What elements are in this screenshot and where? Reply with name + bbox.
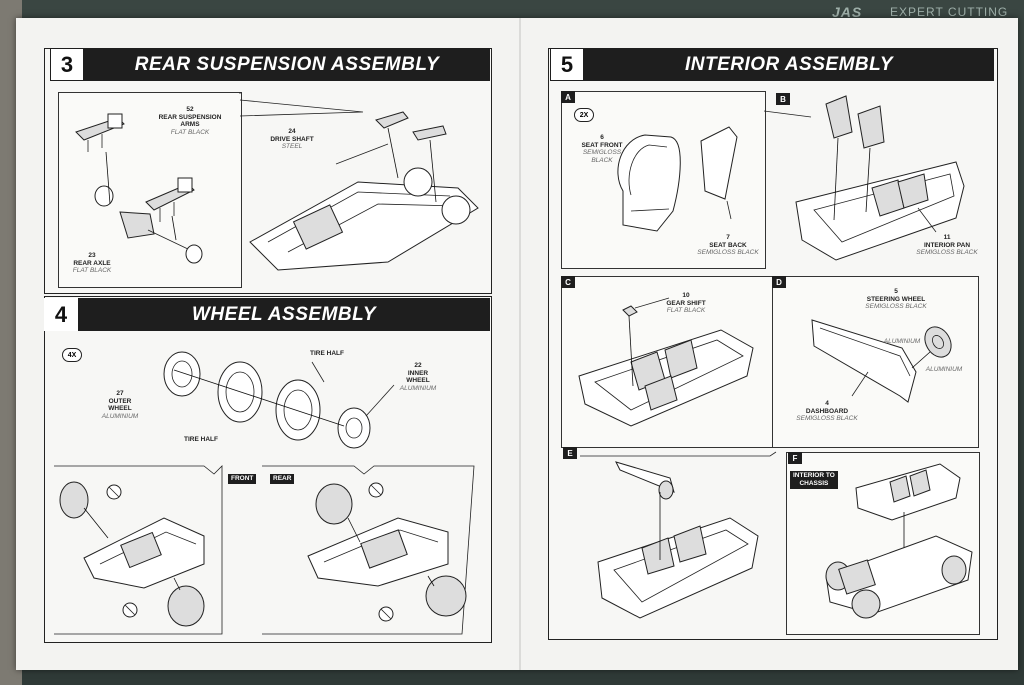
- step5-number: 5: [550, 48, 584, 81]
- wheel-exploded-drawing: [163, 351, 395, 449]
- outer-part: 27 OUTER WHEEL: [108, 390, 132, 412]
- seat-front-color: SEMIGLOSS BLACK: [582, 149, 622, 164]
- step5-title: INTERIOR ASSEMBLY: [684, 53, 893, 75]
- steering-part: 5 STEERING WHEEL: [866, 288, 926, 303]
- rear-suspension-drawing: [75, 92, 479, 271]
- dashboard-drawing: [811, 319, 952, 403]
- interior-tag-d: D: [772, 276, 786, 288]
- shaft-part: 24 DRIVE SHAFT: [270, 128, 314, 143]
- step3-number: 3: [50, 48, 84, 81]
- step5-header: 5 INTERIOR ASSEMBLY: [550, 48, 994, 81]
- outer-color: ALUMINIUM: [101, 412, 139, 420]
- interior-to-chassis-tag: INTERIOR TO CHASSIS: [790, 471, 838, 489]
- seat-drawing: [617, 110, 812, 232]
- arms-part: 52 REAR SUSPENSION ARMS: [158, 106, 222, 128]
- shaft-color: STEEL: [281, 143, 303, 150]
- pan-part: 11 INTERIOR PAN: [923, 234, 971, 249]
- pan-color: SEMIGLOSS BLACK: [916, 249, 978, 256]
- axle-color: FLAT BLACK: [72, 267, 112, 274]
- axle-part: 23 REAR AXLE: [73, 252, 111, 267]
- rear-tag: REAR: [270, 474, 295, 484]
- step4-title: WHEEL ASSEMBLY: [192, 303, 376, 325]
- aluminium-note-2: ALUMINIUM: [924, 366, 964, 374]
- arms-color: FLAT BLACK: [170, 128, 210, 136]
- interior-tag-b: B: [776, 93, 790, 105]
- interior-tag-c: C: [561, 276, 575, 288]
- gear-shift-drawing: [578, 297, 754, 427]
- interior-tag-e: E: [563, 447, 577, 459]
- alu2-text: ALUMINIUM: [925, 366, 963, 373]
- aluminium-note-1: ALUMINIUM: [882, 338, 922, 346]
- step3-title: REAR SUSPENSION ASSEMBLY: [134, 53, 440, 75]
- tire-half-bottom-label: TIRE HALF: [184, 436, 218, 443]
- interior-to-chassis-drawing: [825, 463, 973, 619]
- tire-half-top-label: TIRE HALF: [310, 350, 344, 357]
- mat-brand: JAS: [832, 4, 863, 20]
- interior-pan-drawing-b: [795, 95, 965, 261]
- inner-part: 22 INNER WHEEL: [406, 362, 430, 384]
- sheet-fold: [519, 18, 521, 670]
- shift-part: 10 GEAR SHIFT: [666, 292, 706, 307]
- wheel-multiplier: 4X: [62, 348, 82, 362]
- step4-number: 4: [44, 298, 78, 331]
- seat-multiplier: 2X: [574, 108, 594, 122]
- front-tag: FRONT: [228, 474, 257, 484]
- front-wheel-drawing: [59, 481, 205, 627]
- alu1-text: ALUMINIUM: [883, 338, 921, 345]
- step3-header: 3 REAR SUSPENSION ASSEMBLY: [50, 48, 490, 81]
- shift-color: FLAT BLACK: [666, 307, 706, 314]
- seat-back-part: 7 SEAT BACK: [709, 234, 747, 249]
- dash-color: SEMIGLOSS BLACK: [796, 415, 858, 422]
- inner-color: ALUMINIUM: [399, 384, 437, 392]
- step4-frame: [44, 296, 492, 643]
- seat-back-color: SEMIGLOSS BLACK: [697, 249, 759, 256]
- interior-tag-f: F: [788, 452, 802, 464]
- rear-suspension-detail-box: [58, 92, 242, 288]
- steering-color: SEMIGLOSS BLACK: [865, 303, 927, 310]
- wheel-mount-frames: [54, 465, 475, 635]
- seat-front-part: 6 SEAT FRONT: [581, 134, 623, 149]
- interior-drawing-e: [580, 451, 777, 619]
- interior-tag-a: A: [561, 91, 575, 103]
- rear-wheel-drawing: [307, 482, 467, 622]
- step4-header: 4 WHEEL ASSEMBLY: [44, 298, 490, 331]
- dash-part: 4 DASHBOARD: [805, 400, 849, 415]
